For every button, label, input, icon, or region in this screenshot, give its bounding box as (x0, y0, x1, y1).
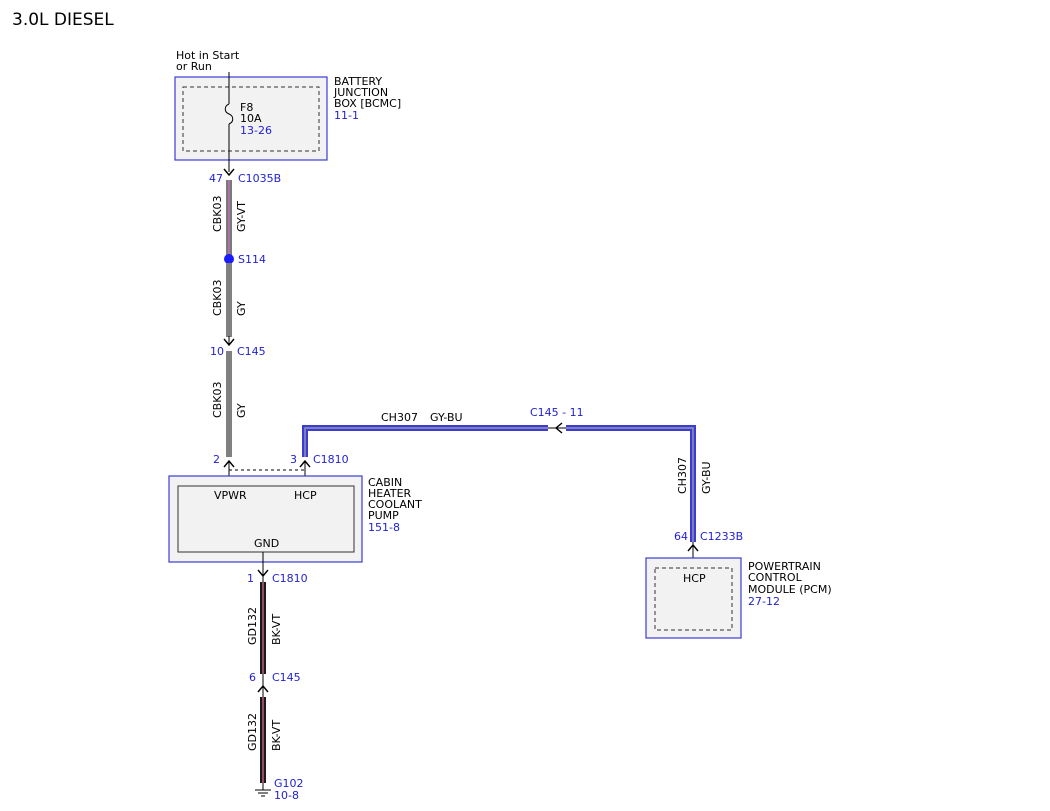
c1233b-name: C1233B (700, 530, 743, 543)
w6-circuit: GD132 (246, 607, 259, 645)
w1-color: GY-VT (235, 201, 248, 232)
connector-c1810-gnd-icon (257, 569, 269, 578)
c145-gnd-name: C145 (272, 671, 301, 684)
c145-top-pin: 10 (210, 345, 224, 358)
c1810-pin3: 3 (290, 453, 297, 466)
battery-box-label-2: JUNCTION (333, 86, 388, 99)
pcm-label-2: CONTROL (748, 571, 803, 584)
pcm-label-3: MODULE (PCM) (748, 583, 832, 596)
connector-c1233b-icon (687, 543, 699, 552)
c1810-name: C1810 (313, 453, 349, 466)
pump-pin-hcp: HCP (294, 489, 317, 502)
pump-label-3: COOLANT (368, 498, 422, 511)
power-source-label-1: Hot in Start (176, 49, 240, 62)
battery-box-ref: 11-1 (334, 109, 359, 122)
c1233b-pin: 64 (674, 530, 688, 543)
diagram-title: 3.0L DIESEL (12, 10, 114, 30)
w4-circuit: CH307 (381, 411, 418, 424)
pump-pin-vpwr: VPWR (214, 489, 247, 502)
splice-s114 (224, 254, 234, 264)
c1035b-pin: 47 (209, 172, 223, 185)
w7-color: BK-VT (270, 720, 283, 751)
wire-gd132-bk-vt-1 (260, 582, 266, 674)
wire-ch307-gy-bu (302, 425, 696, 542)
w5-color: GY-BU (700, 461, 713, 494)
pump-ref: 151-8 (368, 521, 400, 534)
w5-circuit: CH307 (676, 457, 689, 494)
pcm-pin-hcp: HCP (683, 572, 706, 585)
c1035b-name: C1035B (238, 172, 281, 185)
g102-ref: 10-8 (274, 789, 299, 802)
battery-box-label-3: BOX [BCMC] (334, 97, 401, 110)
cabin-heater-coolant-pump (168, 475, 363, 563)
powertrain-control-module (645, 557, 742, 639)
c145-11-name: C145 - 11 (530, 406, 584, 419)
w3-color: GY (235, 403, 248, 418)
connector-c145-gnd-icon (257, 684, 269, 693)
c145-gnd-pin: 6 (249, 671, 256, 684)
fuse-name: F8 (240, 101, 253, 114)
w3-circuit: CBK03 (211, 382, 224, 418)
pcm-label-1: POWERTRAIN (748, 560, 821, 573)
fuse-rating: 10A (240, 112, 262, 125)
fuse-icon (224, 103, 234, 125)
c1810-gnd-name: C1810 (272, 572, 308, 585)
s114-name: S114 (238, 253, 266, 266)
pcm-ref: 27-12 (748, 595, 780, 608)
c1810-pin2: 2 (213, 453, 220, 466)
w2-circuit: CBK03 (211, 280, 224, 316)
connector-c145-11-icon (554, 422, 563, 434)
c1810-gnd-pin: 1 (247, 572, 254, 585)
wire-gd132-bk-vt-2 (260, 697, 266, 783)
connector-c1035b-icon (223, 168, 235, 177)
wire-cbk03-gy-vt (226, 180, 232, 256)
battery-box-label-1: BATTERY (334, 75, 382, 88)
power-source-label-2: or Run (176, 60, 212, 73)
pump-label-4: PUMP (368, 509, 399, 522)
pump-label-1: CABIN (368, 476, 402, 489)
pump-pin-gnd: GND (254, 537, 279, 550)
c145-top-name: C145 (237, 345, 266, 358)
w4-color: GY-BU (430, 411, 463, 424)
w7-circuit: GD132 (246, 713, 259, 751)
fuse-ref: 13-26 (240, 124, 272, 137)
connector-c145-icon (223, 338, 235, 347)
w1-circuit: CBK03 (211, 196, 224, 232)
pump-label-2: HEATER (368, 487, 412, 500)
g102-name: G102 (274, 777, 304, 790)
wire-cbk03-gy-1 (226, 263, 232, 337)
ground-icon (255, 783, 271, 797)
wire-cbk03-gy-2 (226, 351, 232, 457)
w6-color: BK-VT (270, 614, 283, 645)
battery-junction-box (174, 76, 328, 161)
w2-color: GY (235, 301, 248, 316)
